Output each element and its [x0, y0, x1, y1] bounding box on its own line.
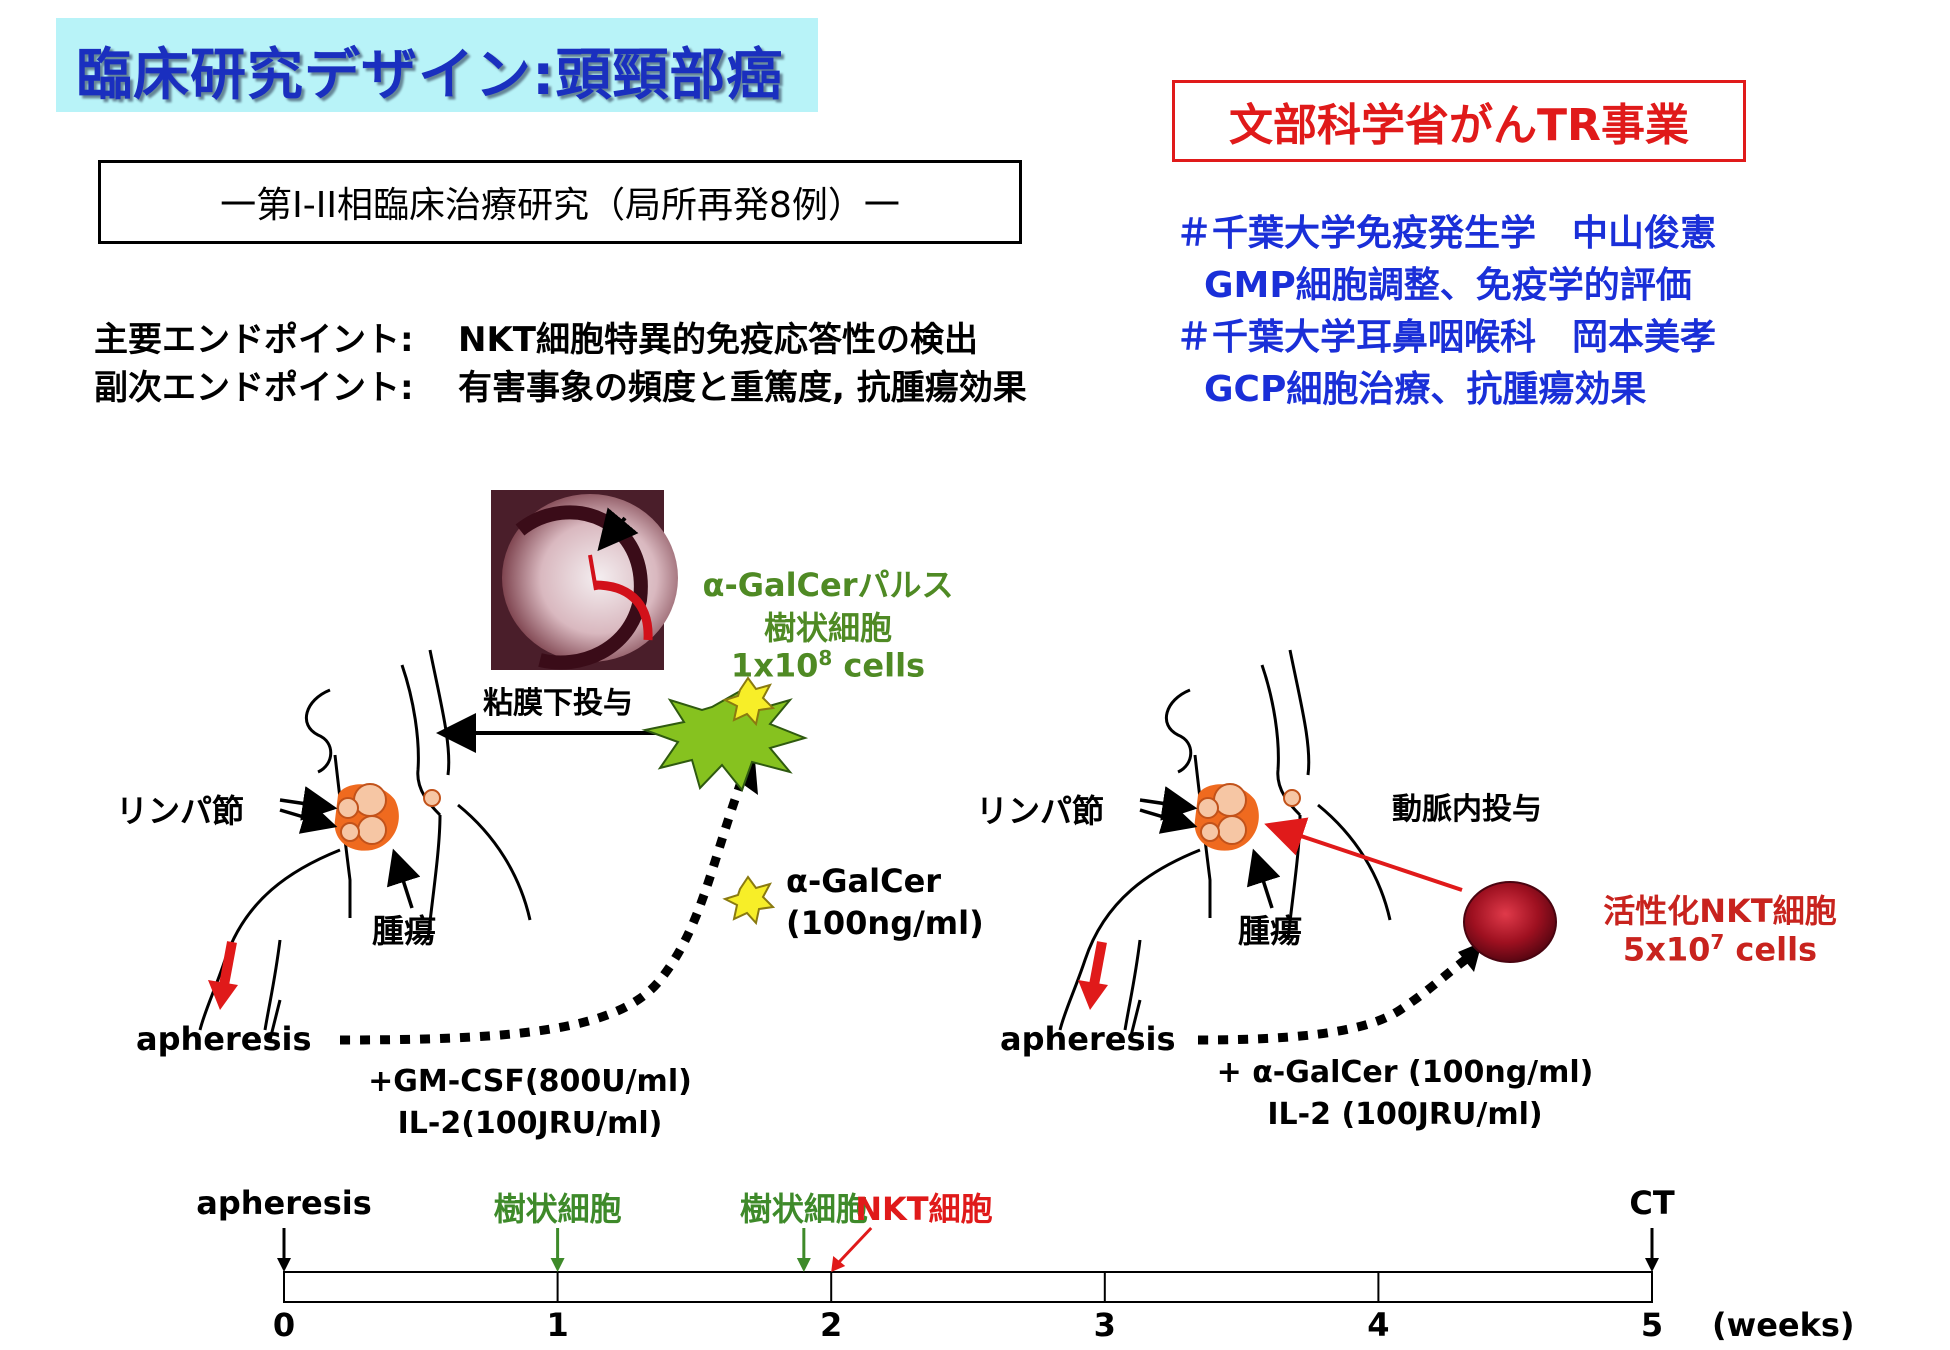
page-title: 臨床研究デザイン:頭頸部癌 — [76, 43, 784, 108]
nkt-title: 活性化NKT細胞 — [1603, 892, 1837, 930]
dc-culture-gmcsf: +GM-CSF(800U/ml) — [368, 1064, 692, 1099]
timeline-unit: (weeks) — [1712, 1306, 1855, 1344]
timeline-event-label: CT — [1629, 1184, 1675, 1222]
apheresis-label-right: apheresis — [1000, 1020, 1176, 1058]
lymph-node-arrow-right-1 — [1139, 786, 1198, 821]
dendritic-cell-burst — [641, 688, 809, 793]
nkt-culture-galcer: + α-GalCer (100ng/ml) — [1216, 1055, 1594, 1090]
affiliation-ent-role: GCP細胞治療、抗腫瘍効果 — [1204, 369, 1647, 410]
affiliation-ent: ＃千葉大学耳鼻咽喉科 岡本美孝 — [1176, 317, 1717, 358]
endoscopy-photo — [491, 490, 678, 670]
dc-subtitle: 樹状細胞 — [763, 609, 892, 647]
intra-arterial-label: 動脈内投与 — [1392, 792, 1542, 827]
galcer-star-top — [722, 676, 776, 727]
timeline-event-arrow — [1645, 1228, 1659, 1272]
galcer-label: α-GalCer — [786, 862, 942, 900]
timeline-tick-label: 0 — [272, 1306, 296, 1344]
timeline-event-label: 樹状細胞 — [493, 1190, 622, 1228]
apheresis-red-arrow-right — [1078, 941, 1108, 1010]
dc-cell-count: 1x108 cells — [730, 646, 926, 685]
dc-culture-il2: IL-2(100JRU/ml) — [397, 1106, 663, 1141]
secondary-endpoint-value: 有害事象の頻度と重篤度, 抗腫瘍効果 — [458, 368, 1027, 408]
culture-dotted-arrow-left — [339, 783, 745, 1045]
timeline-event-label: apheresis — [196, 1184, 372, 1222]
timeline-event-label: 樹状細胞 — [739, 1190, 868, 1228]
mext-project-box: 文部科学省がんTR事業 — [1172, 80, 1746, 162]
lymph-node-arrow-2 — [279, 800, 338, 834]
lymph-node-label-right: リンパ節 — [976, 792, 1105, 830]
lymph-node-arrow-right-2 — [1139, 800, 1198, 834]
tumor-left — [334, 783, 441, 851]
activated-nkt-cell — [1463, 881, 1557, 963]
tumor-label-right: 腫瘍 — [1238, 912, 1303, 950]
timeline-tick-label: 2 — [820, 1306, 843, 1344]
timeline-event-arrow — [796, 1228, 811, 1272]
timeline-tick-label: 3 — [1093, 1306, 1116, 1344]
affiliation-immunology-role: GMP細胞調整、免疫学的評価 — [1204, 265, 1692, 306]
nkt-culture-il2: IL-2 (100JRU/ml) — [1267, 1097, 1543, 1132]
timeline-tick-label: 1 — [546, 1306, 569, 1344]
apheresis-red-arrow-left — [208, 941, 238, 1010]
tumor-label-left: 腫瘍 — [372, 912, 437, 950]
timeline-tick-label: 5 — [1640, 1306, 1664, 1344]
tumor-arrow-left — [386, 848, 421, 909]
intra-arterial-arrow — [1264, 817, 1463, 892]
lymph-node-label-left: リンパ節 — [116, 792, 245, 830]
apheresis-label-left: apheresis — [136, 1020, 312, 1058]
timeline-event-arrow — [277, 1228, 291, 1272]
galcer-concentration: (100ng/ml) — [786, 904, 984, 942]
phase-study-box: 一第I-II相臨床治療研究（局所再発8例）一 — [98, 160, 1022, 244]
timeline-event-arrow — [550, 1228, 565, 1272]
tumor-right — [1194, 783, 1301, 851]
secondary-endpoint-label: 副次エンドポイント: — [94, 368, 414, 408]
lymph-node-arrow-1 — [279, 786, 338, 821]
primary-endpoint-value: NKT細胞特異的免疫応答性の検出 — [458, 320, 978, 360]
timeline-event-label: NKT細胞 — [855, 1190, 993, 1228]
affiliation-immunology: ＃千葉大学免疫発生学 中山俊憲 — [1176, 213, 1717, 254]
timeline-marks — [277, 1226, 1659, 1302]
galcer-star-legend — [722, 875, 776, 926]
tumor-arrow-right — [1246, 848, 1281, 909]
dc-title: α-GalCerパルス — [702, 566, 954, 604]
submucosal-label: 粘膜下投与 — [483, 686, 633, 721]
timeline-axis — [283, 1271, 1653, 1303]
primary-endpoint-label: 主要エンドポイント: — [94, 320, 414, 360]
timeline-event-arrow — [831, 1226, 873, 1272]
nkt-cell-count: 5x107 cells — [1622, 930, 1818, 969]
culture-dotted-arrow-right — [1197, 956, 1468, 1045]
timeline-tick-label: 4 — [1367, 1306, 1390, 1344]
title-background — [56, 18, 818, 112]
